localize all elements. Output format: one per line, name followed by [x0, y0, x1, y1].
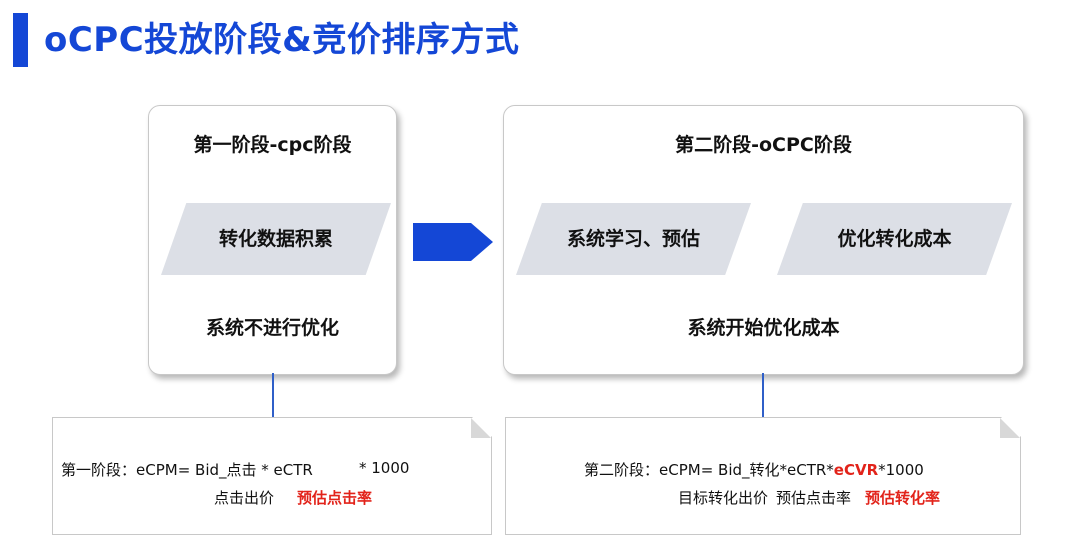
stage2-box: 第二阶段-oCPC阶段 系统学习、预估 优化转化成本 系统开始优化成本	[503, 105, 1024, 375]
stage2-formula-highlight: eCVR	[833, 461, 879, 479]
stage1-parallelogram-label: 转化数据积累	[218, 228, 333, 250]
stage2-formula-box: 第二阶段：eCPM= Bid_转化*eCTR*eCVR*1000 目标转化出价 …	[505, 417, 1021, 535]
stage1-label-ctr: 预估点击率	[297, 489, 373, 507]
stage2-label-ctr: 预估点击率	[776, 489, 852, 507]
stage1-label-bid: 点击出价	[214, 489, 275, 507]
title-accent-bar	[13, 13, 28, 67]
stage2-formula-prefix: 第二阶段：eCPM= Bid_转化*eCTR*	[584, 461, 834, 479]
stage2-connector-line	[762, 373, 764, 417]
stage1-parallelogram-shape	[161, 203, 391, 275]
stage2-parallelogram-right: 优化转化成本	[777, 203, 1012, 275]
stage1-heading: 第一阶段-cpc阶段	[193, 134, 352, 156]
folded-corner-icon	[471, 418, 491, 438]
right-arrow-icon	[413, 223, 493, 261]
stage2-heading: 第二阶段-oCPC阶段	[675, 134, 852, 156]
stage2-parallelogram-right-label: 优化转化成本	[837, 228, 952, 250]
page-title: oCPC投放阶段&竞价排序方式	[44, 20, 520, 60]
stage1-box: 第一阶段-cpc阶段 转化数据积累 系统不进行优化	[148, 105, 397, 375]
stage2-formula-line: 第二阶段：eCPM= Bid_转化*eCTR*eCVR*1000	[584, 459, 924, 480]
stage2-label-bid: 目标转化出价	[678, 489, 769, 507]
stage2-label-cvr: 预估转化率	[865, 489, 941, 507]
stage1-formula-prefix: 第一阶段：eCPM= Bid_点击 * eCTR	[61, 461, 313, 479]
folded-corner-icon	[1000, 418, 1020, 438]
stage2-formula-suffix: *1000	[878, 461, 924, 479]
stage2-footer: 系统开始优化成本	[687, 317, 840, 339]
stage1-footer: 系统不进行优化	[205, 317, 339, 339]
stage2-parallelogram-right-shape	[777, 203, 1012, 275]
stage2-parallelogram-left-shape	[516, 203, 751, 275]
stage1-formula-suffix: * 1000	[359, 459, 410, 477]
stage1-formula-box: 第一阶段：eCPM= Bid_点击 * eCTR * 1000 点击出价 预估点…	[52, 417, 492, 535]
stage1-connector-line	[272, 373, 274, 417]
stage2-parallelogram-left-label: 系统学习、预估	[566, 228, 700, 250]
stage2-parallelogram-left: 系统学习、预估	[516, 203, 751, 275]
stage1-parallelogram: 转化数据积累	[161, 203, 391, 275]
